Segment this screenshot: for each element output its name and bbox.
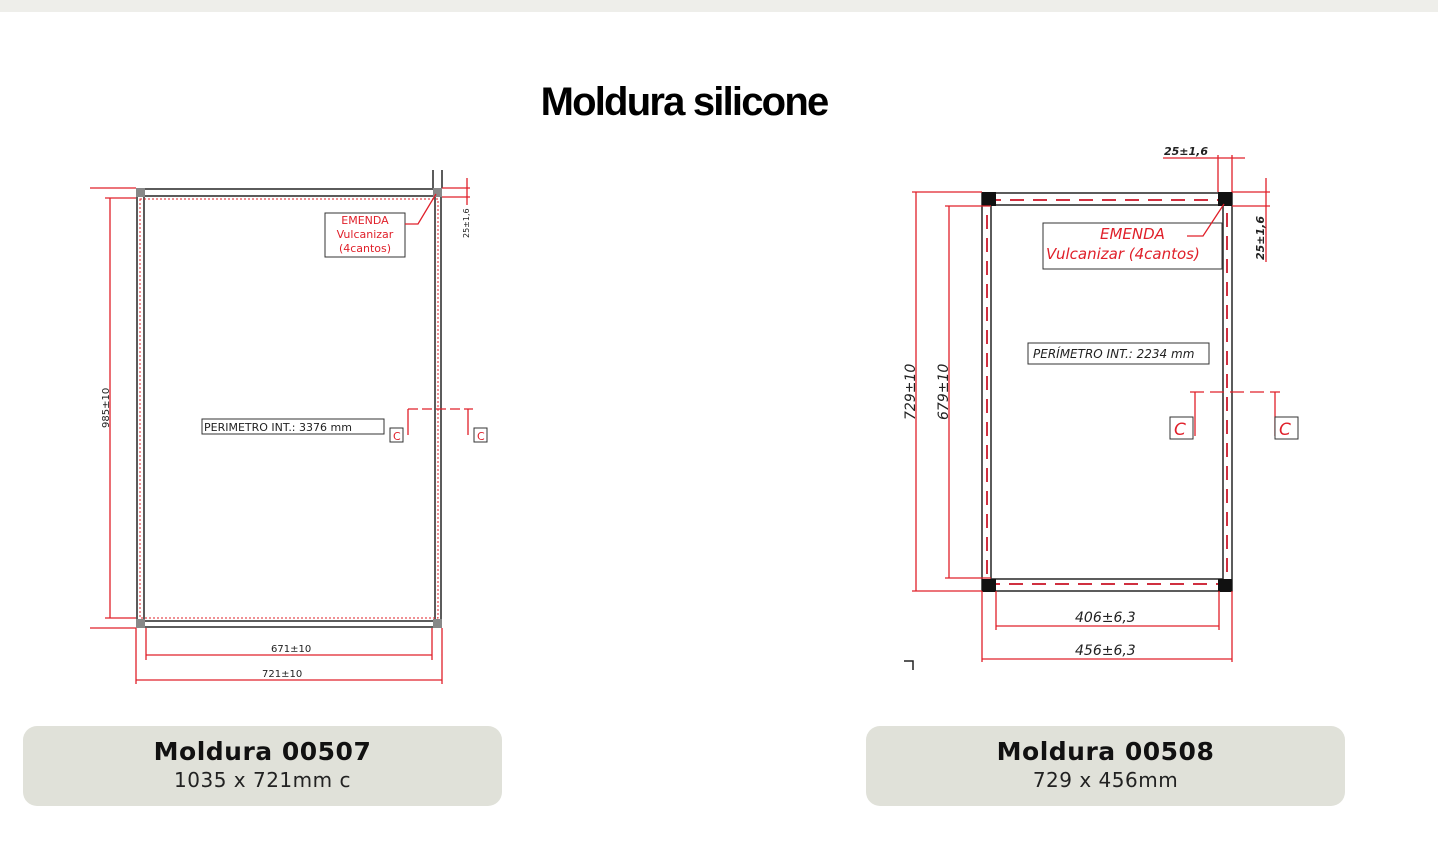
top-bar [0,0,1438,12]
drawing-moldura-00508: 729±10 679±10 406±6,3 456±6,3 25±1,6 25±… [903,145,1299,670]
svg-text:EMENDA: EMENDA [1100,225,1165,243]
thickness-dim-top: 25±1,6 [1164,145,1208,158]
corner [136,188,145,197]
thickness-dim: 25±1,6 [462,208,471,238]
outer-height-dim: 729±10 [903,364,919,420]
page-title: Moldura silicone [540,80,830,124]
svg-text:EMENDA: EMENDA [341,214,389,227]
perimeter-label: PERÍMETRO INT.: 2234 mm [1033,346,1194,361]
drawing-moldura-00507: 985±10 671±10 721±10 25±1,6 EMENDA Vulca… [90,170,488,684]
frame-inner [143,195,436,622]
svg-text:Vulcanizar (4cantos): Vulcanizar (4cantos) [1046,245,1200,263]
svg-text:C: C [1174,420,1186,440]
seal-line [986,199,1228,585]
product-card-00507[interactable]: Moldura 00507 1035 x 721mm c [23,726,502,806]
height-dim: 985±10 [101,388,112,428]
frame-outer [136,188,442,628]
note-box [324,212,406,258]
corner [433,619,442,628]
outer-width-dim: 456±6,3 [1075,643,1136,659]
outer-width-dim: 721±10 [262,669,302,680]
product-card-00508[interactable]: Moldura 00508 729 x 456mm [866,726,1345,806]
product-dimensions: 729 x 456mm [1032,768,1179,792]
inner-width-dim: 671±10 [271,644,311,655]
product-dimensions: 1035 x 721mm c [174,768,351,792]
svg-text:C: C [477,430,485,443]
thickness-dim-side: 25±1,6 [1254,216,1267,260]
svg-text:Vulcanizar: Vulcanizar [337,228,394,241]
corner [433,188,442,197]
perimeter-label: PERIMETRO INT.: 3376 mm [204,421,352,434]
product-name: Moldura 00507 [153,737,372,766]
svg-text:(4cantos): (4cantos) [339,242,391,255]
svg-text:C: C [1279,420,1291,440]
inner-height-dim: 679±10 [936,364,952,420]
corner [136,619,145,628]
product-name: Moldura 00508 [996,737,1215,766]
perimeter-box [201,418,385,435]
inner-width-dim: 406±6,3 [1075,610,1136,626]
svg-text:C: C [393,430,401,443]
seal-line [139,198,439,619]
